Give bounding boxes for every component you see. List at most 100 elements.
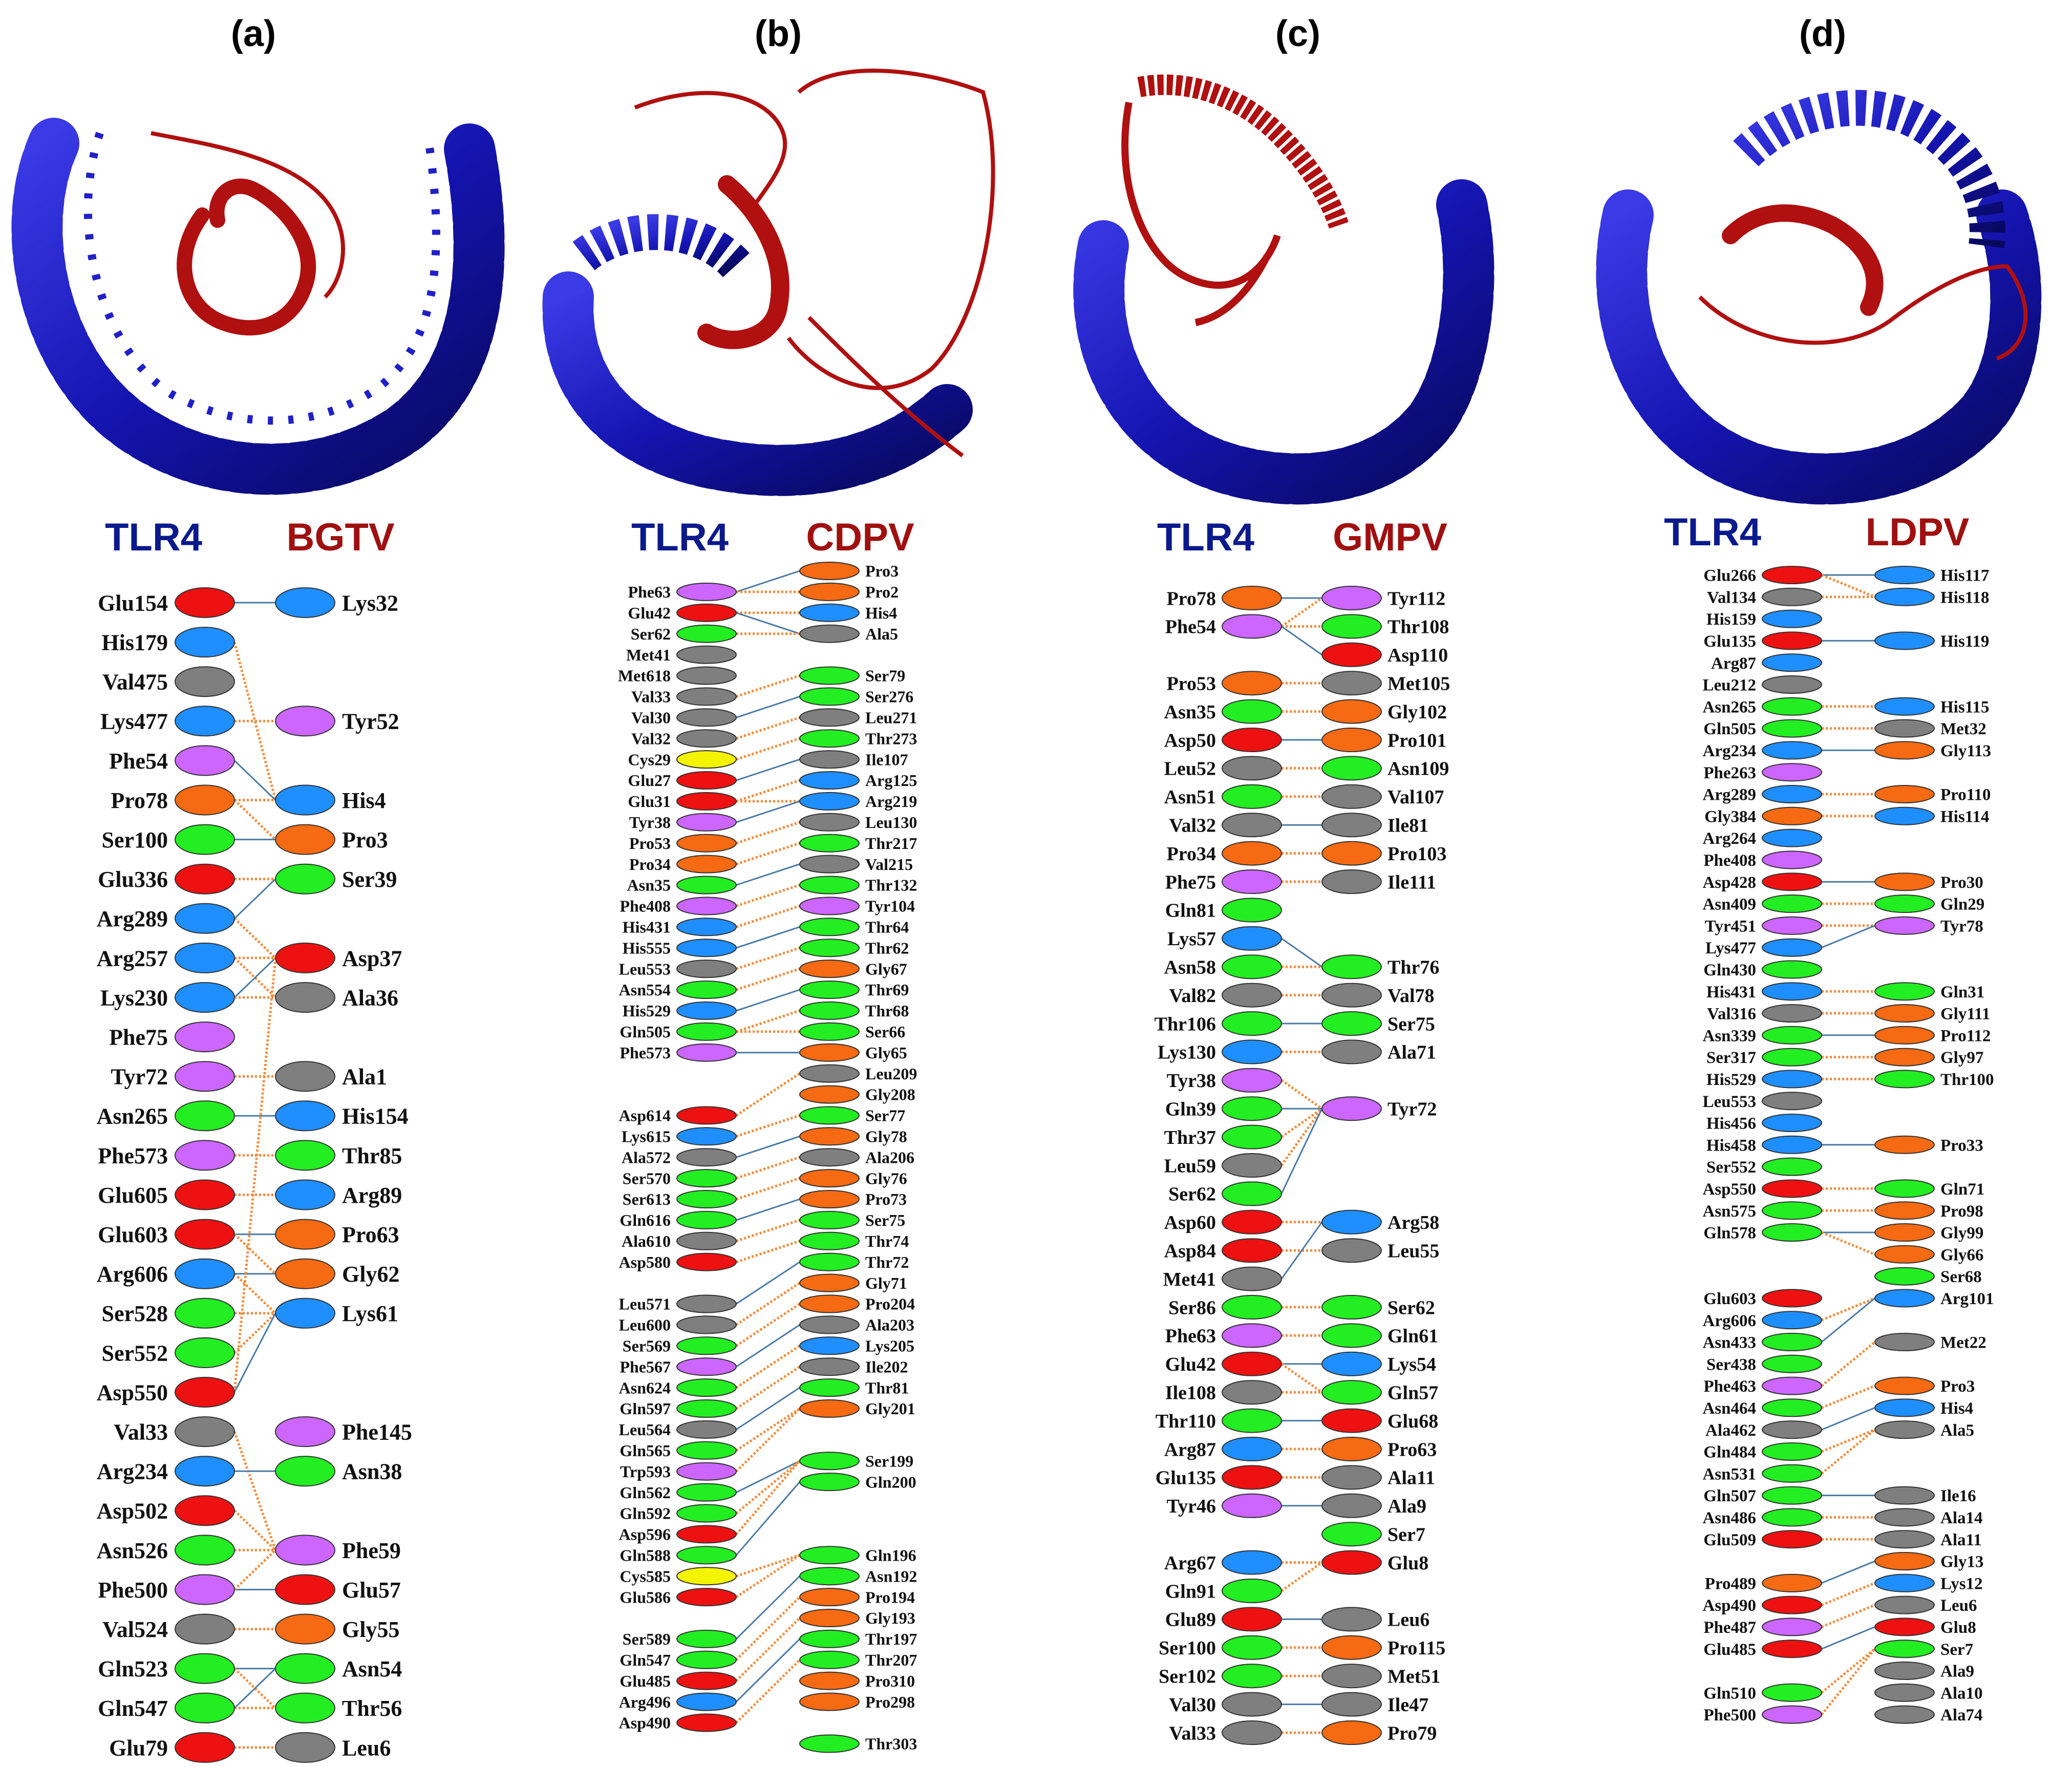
residue-node <box>799 666 860 685</box>
receptor-residue: Arg606 <box>1703 1311 1822 1330</box>
residue-label: Trp593 <box>620 1462 671 1481</box>
residue-node <box>175 982 235 1013</box>
residue-label: Asn58 <box>1164 957 1216 978</box>
residue-label: Lys54 <box>1387 1354 1436 1375</box>
residue-node <box>676 1399 737 1418</box>
contact-line <box>1821 1231 1875 1256</box>
receptor-residue: Ser86 <box>1168 1295 1282 1319</box>
receptor-header-b: TLR4 <box>631 516 729 559</box>
hydrogen-bond-line <box>736 570 800 593</box>
residue-label: Thr303 <box>865 1735 917 1753</box>
receptor-residue: Asp428 <box>1702 872 1822 892</box>
residue-node <box>275 1179 335 1210</box>
receptor-residue: Phe500 <box>98 1574 235 1605</box>
residue-label: Glu336 <box>98 867 168 892</box>
receptor-residue: Phe408 <box>1703 850 1822 870</box>
residue-label: Tyr112 <box>1387 588 1445 609</box>
contact-line <box>735 1460 801 1536</box>
contact-line <box>1821 573 1875 599</box>
residue-label: Gln523 <box>98 1656 168 1681</box>
residue-label: Glu603 <box>98 1222 168 1247</box>
receptor-residue: Ser569 <box>623 1336 737 1355</box>
residue-label: Gln578 <box>1703 1224 1756 1243</box>
residue-label: Thr100 <box>1940 1071 1994 1089</box>
ligand-residue: Leu55 <box>1321 1238 1439 1263</box>
ligand-residue: Ser39 <box>275 863 397 895</box>
residue-node <box>1321 671 1382 696</box>
residue-label: Glu27 <box>628 771 671 790</box>
residue-label: Gly55 <box>342 1617 399 1642</box>
ligand-residue: Met32 <box>1874 719 1986 738</box>
residue-label: Ser39 <box>342 867 397 892</box>
ligand-residue: Pro79 <box>1321 1720 1437 1745</box>
receptor-residue: Ser570 <box>623 1169 737 1187</box>
residue-node <box>175 1337 235 1368</box>
receptor-residue: Asn464 <box>1702 1398 1822 1418</box>
residue-node <box>1762 1135 1822 1154</box>
ligand-residue: Ala206 <box>799 1148 914 1166</box>
residue-label: Glu8 <box>1940 1619 1976 1637</box>
ligand-residue: Thr108 <box>1321 614 1449 639</box>
receptor-residue: Ser438 <box>1706 1354 1822 1374</box>
residue-node <box>175 903 235 934</box>
residue-node <box>799 1588 860 1607</box>
residue-node <box>175 824 235 855</box>
residue-node <box>1321 1380 1382 1405</box>
ligand-residues-d: His117His118His119His115Met32Gly113Pro11… <box>1874 566 1994 1725</box>
residue-label: Arg87 <box>1164 1439 1216 1460</box>
residue-label: Gln616 <box>620 1211 671 1229</box>
residue-label: Phe54 <box>1165 616 1216 638</box>
residue-node <box>1222 898 1282 923</box>
receptor-residue: His529 <box>1706 1070 1822 1089</box>
ligand-residue: Thr69 <box>799 981 909 999</box>
residue-node <box>799 960 860 978</box>
residue-label: Ala5 <box>865 625 898 643</box>
residue-node <box>1222 1720 1282 1745</box>
receptor-residue: Gln484 <box>1703 1442 1822 1462</box>
residue-node <box>799 939 860 957</box>
residue-label: Glu605 <box>98 1183 168 1208</box>
residue-label: Leu6 <box>1940 1596 1977 1615</box>
residue-label: Glu135 <box>1156 1467 1216 1489</box>
residue-label: Thr62 <box>865 939 909 957</box>
residue-node <box>275 982 335 1013</box>
residue-node <box>1874 741 1935 760</box>
ligand-residue: Glu8 <box>1321 1550 1428 1575</box>
residue-node <box>676 582 737 601</box>
residue-label: Pro103 <box>1387 843 1446 865</box>
ligand-residue: Pro310 <box>799 1671 915 1690</box>
residue-label: Gln597 <box>620 1399 671 1418</box>
residue-label: Asn554 <box>619 981 671 999</box>
residue-node <box>1762 806 1822 825</box>
ligand-residue: Gly201 <box>799 1399 915 1418</box>
residue-label: Val107 <box>1387 786 1444 808</box>
contact-line <box>735 1659 801 1724</box>
receptor-residues-a: Glu154His179Val475Lys477Phe54Pro78Ser100… <box>97 587 235 1763</box>
receptor-residue: Gln588 <box>620 1546 737 1565</box>
receptor-residue: Arg234 <box>1703 741 1822 760</box>
receptor-residue: Gln39 <box>1165 1096 1282 1121</box>
residue-node <box>799 603 860 622</box>
residue-node <box>175 1653 235 1684</box>
residue-label: Pro30 <box>1940 874 1983 892</box>
residue-label: Asn486 <box>1702 1509 1756 1527</box>
residue-label: Ala206 <box>865 1148 914 1166</box>
residue-node <box>1874 1245 1935 1264</box>
residue-node <box>1321 983 1382 1008</box>
residue-node <box>1874 1530 1935 1549</box>
residue-label: Asp550 <box>97 1380 168 1405</box>
residue-node <box>1762 1683 1822 1702</box>
residue-label: Thr106 <box>1155 1013 1216 1035</box>
residue-label: Ala14 <box>1940 1509 1983 1527</box>
residue-node <box>1321 614 1382 639</box>
ligand-residue: Gly67 <box>799 960 907 978</box>
ligand-residue: Thr72 <box>799 1252 909 1271</box>
residue-label: Thr85 <box>342 1143 402 1168</box>
residue-label: Asp580 <box>619 1253 671 1271</box>
receptor-header-c: TLR4 <box>1157 516 1254 559</box>
ligand-loop-d <box>1698 264 2028 360</box>
ligand-residue: Gly111 <box>1874 1004 1990 1024</box>
residue-label: Leu209 <box>865 1065 917 1083</box>
ligand-residue: Glu68 <box>1321 1408 1438 1433</box>
residue-label: Glu57 <box>342 1578 401 1603</box>
